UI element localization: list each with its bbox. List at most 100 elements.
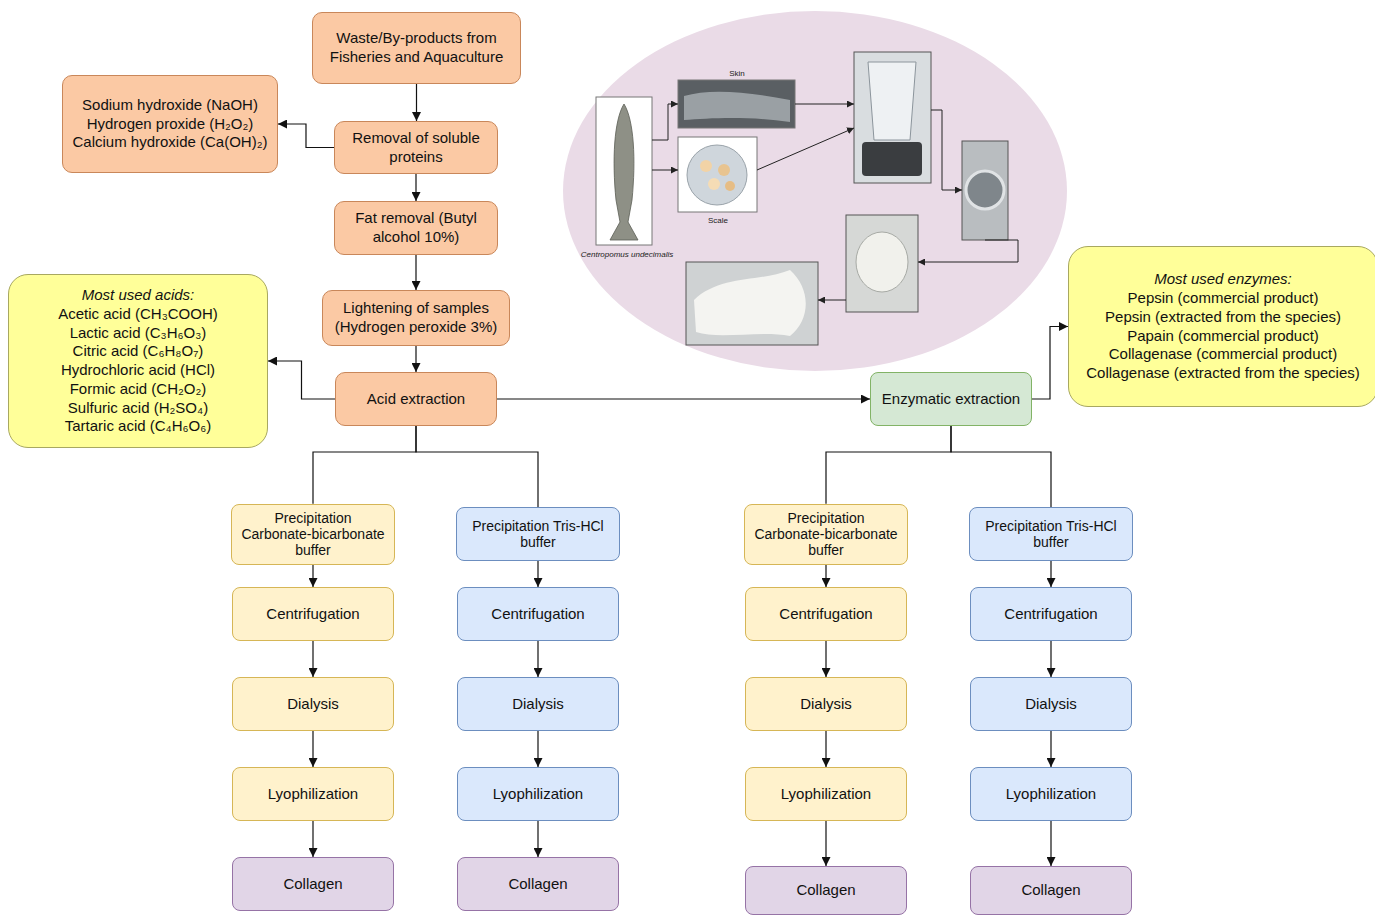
photo-caption: Skin xyxy=(729,69,745,78)
box-text: Centrifugation xyxy=(1004,605,1097,624)
flow-connector xyxy=(313,426,416,504)
collagen-photo xyxy=(686,262,818,345)
flow-connector xyxy=(825,641,826,677)
step-box: Precipitation Carbonate-bicarbonate buff… xyxy=(231,504,395,565)
flow-connector xyxy=(268,361,335,399)
box-text: Hydrogen proxide (H₂O₂) xyxy=(87,115,254,134)
step-box: Precipitation Carbonate-bicarbonate buff… xyxy=(744,504,908,565)
step-box: Dialysis xyxy=(232,677,394,731)
list-heading: Most used acids: xyxy=(82,286,195,305)
jar-photo xyxy=(846,215,918,312)
flow-connector xyxy=(312,731,313,767)
box-text: Formic acid (CH₂O₂) xyxy=(70,380,207,399)
step-box: Dialysis xyxy=(745,677,907,731)
scale-figure xyxy=(718,164,730,176)
photo-arrow xyxy=(931,110,962,190)
product-box: Collagen xyxy=(745,866,907,915)
box-text: Lightening of samples (Hydrogen peroxide… xyxy=(331,299,501,337)
box-text: Lactic acid (C₃H₆O₃) xyxy=(70,324,207,343)
process-box: Enzymatic extraction xyxy=(870,372,1032,426)
box-text: Acid extraction xyxy=(367,390,465,409)
step-box: Centrifugation xyxy=(745,587,907,641)
flow-connector xyxy=(826,426,951,504)
skin-photo xyxy=(678,80,795,128)
box-text: Dialysis xyxy=(512,695,564,714)
box-text: Lyophilization xyxy=(493,785,583,804)
box-text: Dialysis xyxy=(800,695,852,714)
box-text: Collagen xyxy=(283,875,342,894)
photo-arrow xyxy=(652,104,678,140)
fish-photo xyxy=(596,97,652,245)
box-text: Pepsin (commercial product) xyxy=(1128,289,1319,308)
step-box: Dialysis xyxy=(970,677,1132,731)
step-box: Centrifugation xyxy=(970,587,1132,641)
flow-connector xyxy=(1050,561,1051,587)
flow-connector xyxy=(415,174,416,201)
step-box: Lyophilization xyxy=(970,767,1132,821)
box-text: Centrifugation xyxy=(779,605,872,624)
step-box: Centrifugation xyxy=(457,587,619,641)
flow-connector xyxy=(1050,641,1051,677)
flow-connector xyxy=(312,565,313,587)
scale-dish xyxy=(687,145,747,205)
step-box: Lyophilization xyxy=(232,767,394,821)
box-text: Citric acid (C₆H₈O₇) xyxy=(73,342,204,361)
acid-list-box: Most used acids:Acetic acid (CH₃COOH)Lac… xyxy=(8,274,268,448)
process-box: Lightening of samples (Hydrogen peroxide… xyxy=(322,290,510,346)
list-heading: Most used enzymes: xyxy=(1154,270,1292,289)
box-text: Collagen xyxy=(508,875,567,894)
scale-figure xyxy=(725,181,735,191)
box-text: Lyophilization xyxy=(781,785,871,804)
photo-arrow xyxy=(918,240,1018,262)
photo-panel xyxy=(563,11,1067,371)
bowl-photo xyxy=(962,141,1008,240)
step-box: Lyophilization xyxy=(457,767,619,821)
box-text: Lyophilization xyxy=(268,785,358,804)
box-text: Precipitation Tris-HCl buffer xyxy=(978,518,1124,550)
flow-connector xyxy=(537,641,538,677)
box-text: Centrifugation xyxy=(266,605,359,624)
bowl-figure xyxy=(966,171,1004,209)
step-box: Lyophilization xyxy=(745,767,907,821)
step-box: Dialysis xyxy=(457,677,619,731)
product-box: Collagen xyxy=(232,857,394,911)
photo-caption: Scale xyxy=(708,216,728,225)
species-name: Centropomus undecimalis xyxy=(581,250,674,259)
box-text: Collagen xyxy=(1021,881,1080,900)
box-text: Dialysis xyxy=(1025,695,1077,714)
flow-connector xyxy=(537,821,538,857)
reagent-box: Sodium hydroxide (NaOH)Hydrogen proxide … xyxy=(62,75,278,173)
flow-connector xyxy=(312,821,313,857)
jar-figure xyxy=(856,232,908,292)
box-text: Waste/By-products from Fisheries and Aqu… xyxy=(321,29,512,67)
flow-connector xyxy=(537,731,538,767)
flow-connector xyxy=(312,641,313,677)
box-text: Collagenase (commercial product) xyxy=(1109,345,1337,364)
flow-connector xyxy=(1050,821,1051,866)
box-text: Papain (commercial product) xyxy=(1127,327,1319,346)
flow-connector xyxy=(825,821,826,866)
box-text: Pepsin (extracted from the species) xyxy=(1105,308,1341,327)
box-text: Removal of soluble proteins xyxy=(343,129,489,167)
flow-connector xyxy=(497,398,870,399)
photo-arrow xyxy=(818,300,846,301)
box-text: Enzymatic extraction xyxy=(882,390,1020,409)
flow-connector xyxy=(1050,731,1051,767)
beaker-photo xyxy=(854,52,931,183)
flow-connector xyxy=(278,124,334,148)
scale-figure xyxy=(700,160,712,172)
flow-connector xyxy=(537,561,538,587)
step-box: Centrifugation xyxy=(232,587,394,641)
flow-connector xyxy=(825,565,826,587)
box-text: Fat removal (Butyl alcohol 10%) xyxy=(343,209,489,247)
scale-figure xyxy=(708,178,720,190)
box-text: Centrifugation xyxy=(491,605,584,624)
process-box: Acid extraction xyxy=(335,372,497,426)
photo-arrow xyxy=(652,170,678,171)
collagen-figure xyxy=(694,270,806,336)
product-box: Collagen xyxy=(970,866,1132,915)
box-text: Calcium hydroxide (Ca(OH)₂) xyxy=(72,133,267,152)
stirrer-figure xyxy=(862,142,922,176)
photo-arrow xyxy=(795,104,854,105)
flow-connector xyxy=(415,346,416,372)
